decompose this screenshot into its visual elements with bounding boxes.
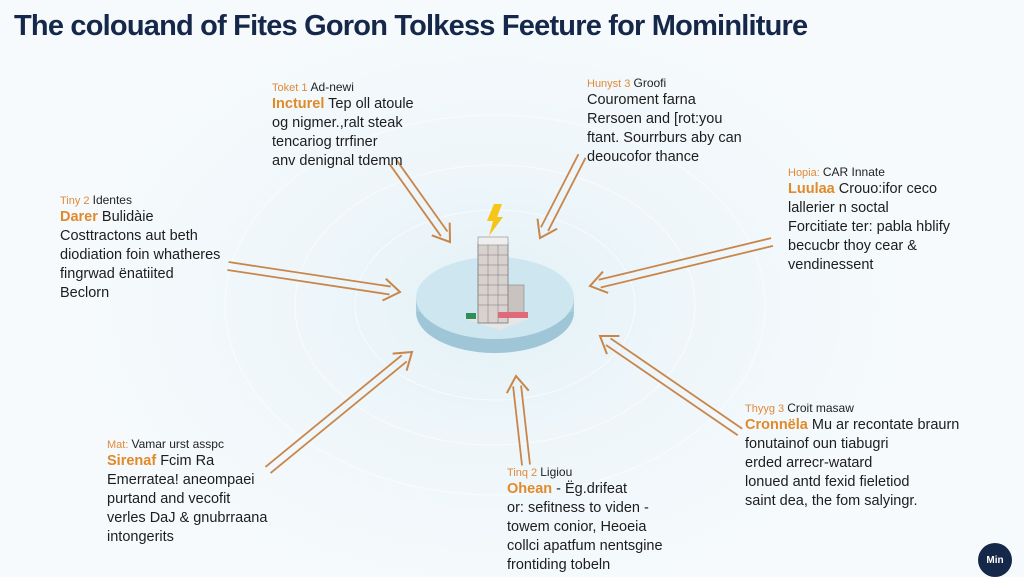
building-icon	[462, 236, 530, 330]
arrow-head	[382, 278, 402, 302]
callout-line: ftant. Sourrburs aby can	[587, 130, 742, 146]
callout-text: Crouo:ifor ceco	[838, 181, 938, 197]
callout-line: purtand and vecofit	[107, 491, 231, 507]
callout-bottom: Tinq 2 Ligiou Ohean - Ëg.drifeat or: sef…	[507, 465, 663, 575]
callout-tag: Hopia:	[788, 167, 820, 179]
arrow	[264, 350, 414, 474]
callout-line: frontiding tobeln	[507, 557, 611, 573]
arrow-shaft	[264, 354, 403, 468]
arrow-shaft	[520, 385, 531, 465]
arrow	[389, 159, 452, 244]
callout-keyword: Cronnëla	[745, 417, 808, 433]
callout-text: Couroment farna	[587, 92, 696, 108]
arrow-shaft	[547, 157, 587, 232]
callout-line: verles DaJ & gnubrraana	[107, 510, 268, 526]
arrow-head	[505, 374, 530, 394]
arrow-shaft	[598, 237, 772, 281]
callout-line: Forcitiate ter: pabla hblify	[788, 219, 950, 235]
callout-line: fingrwad ënatiited	[60, 266, 174, 282]
arrow-shaft	[228, 261, 391, 288]
arrow-shaft	[600, 245, 774, 289]
callout-keyword: Sirenaf	[107, 453, 157, 469]
callout-tag-text: Ligiou	[540, 465, 573, 479]
callout-line: saint dea, the fom salyingr.	[745, 493, 918, 509]
callout-keyword: Incturel	[272, 96, 325, 112]
callout-top-right: Hunyst 3 Groofi Couroment farna Rersoen …	[587, 76, 742, 167]
arrow-shaft	[540, 153, 580, 228]
callout-line: tencariog trrfiner	[272, 134, 378, 150]
callout-line: erded arrecr-watard	[745, 455, 873, 471]
glow-rings	[224, 114, 766, 496]
arrow-head	[431, 222, 452, 244]
callout-top-left: Toket 1 Ad-newi Incturel Tep oll atoule …	[272, 80, 414, 171]
callout-text: - Ëg.drifeat	[556, 481, 628, 497]
arrow-head	[588, 270, 609, 294]
callout-line: anv denignal tdemm	[272, 153, 403, 169]
callout-tag: Tiny 2	[60, 195, 90, 207]
callout-bottom-right: Thyyg 3 Croit masaw Cronnëla Mu ar recon…	[745, 401, 959, 511]
callout-bottom-left: Mat: Vamar urst asspc Sirenaf Fcim Ra Em…	[107, 437, 267, 547]
callout-tag: Tinq 2	[507, 467, 538, 479]
callout-line: Costtractons aut beth	[60, 228, 198, 244]
callout-tag: Toket 1	[272, 82, 308, 94]
logo-badge: Min	[978, 543, 1012, 577]
callout-tag-text: Vamar urst asspc	[131, 437, 224, 451]
arrow	[598, 334, 743, 437]
callout-keyword: Darer	[60, 209, 98, 225]
callout-line: towem conior, Heoeia	[507, 519, 647, 535]
callout-line: Beclorn	[60, 285, 110, 301]
callout-keyword: Ohean	[507, 481, 553, 497]
callout-tag-text: Croit masaw	[787, 401, 854, 415]
callout-tag-text: CAR Innate	[822, 165, 885, 179]
diagram-title: The colouand of Fites Goron Tolkess Feet…	[14, 10, 808, 42]
callout-line: or: sefitness to viden -	[507, 500, 649, 516]
arrow	[505, 374, 531, 466]
callout-right: Hopia: CAR Innate Luulaa Crouo:ifor ceco…	[788, 165, 950, 275]
callout-line: og nigmer.,ralt steak	[272, 115, 403, 131]
callout-text: Fcim Ra	[160, 453, 215, 469]
callout-text: Bulidàie	[101, 209, 154, 225]
arrow	[536, 153, 587, 240]
arrow	[227, 261, 402, 302]
callout-line: deoucofor thance	[587, 149, 700, 165]
arrow-shaft	[269, 360, 408, 474]
callout-tag-text: Identes	[92, 193, 132, 207]
callout-line: lallerier n soctal	[788, 200, 889, 216]
callout-keyword: Luulaa	[788, 181, 835, 197]
callout-tag-text: Groofi	[633, 76, 667, 90]
arrow-shaft	[389, 163, 442, 237]
callout-tag: Thyyg 3	[745, 403, 785, 415]
arrow-shaft	[610, 337, 743, 430]
callout-line: becucbr thoy cear &	[788, 238, 917, 254]
callout-line: fonutainof oun tiabugri	[745, 436, 889, 452]
arrow-shaft	[605, 344, 739, 437]
callout-line: Rersoen and [rot:you	[587, 111, 723, 127]
callout-text: Tep oll atoule	[328, 96, 414, 112]
arrow-head	[392, 350, 414, 371]
callout-left: Tiny 2 Identes Darer Bulidàie Costtracto…	[60, 193, 220, 303]
callout-tag: Hunyst 3	[587, 78, 631, 90]
callout-tag-text: Ad-newi	[310, 80, 354, 94]
callout-tag: Mat:	[107, 439, 129, 451]
arrows	[227, 153, 774, 474]
arrow-shaft	[395, 159, 449, 233]
arrow-shaft	[512, 386, 523, 466]
callout-line: collci apatfum nentsgine	[507, 538, 663, 554]
lightning-icon	[487, 204, 503, 236]
callout-line: Emerratea! aneompaei	[107, 472, 255, 488]
arrow-shaft	[227, 269, 390, 296]
arrow	[588, 237, 774, 294]
callout-line: diodiation foin whatheres	[60, 247, 221, 263]
callout-line: vendinessent	[788, 257, 874, 273]
callout-line: intongerits	[107, 529, 174, 545]
callout-text: Mu ar recontate braurn	[811, 417, 960, 433]
arrow-head	[598, 334, 620, 355]
callout-line: lonued antd fexid fieletiod	[745, 474, 910, 490]
arrow-head	[536, 218, 558, 240]
